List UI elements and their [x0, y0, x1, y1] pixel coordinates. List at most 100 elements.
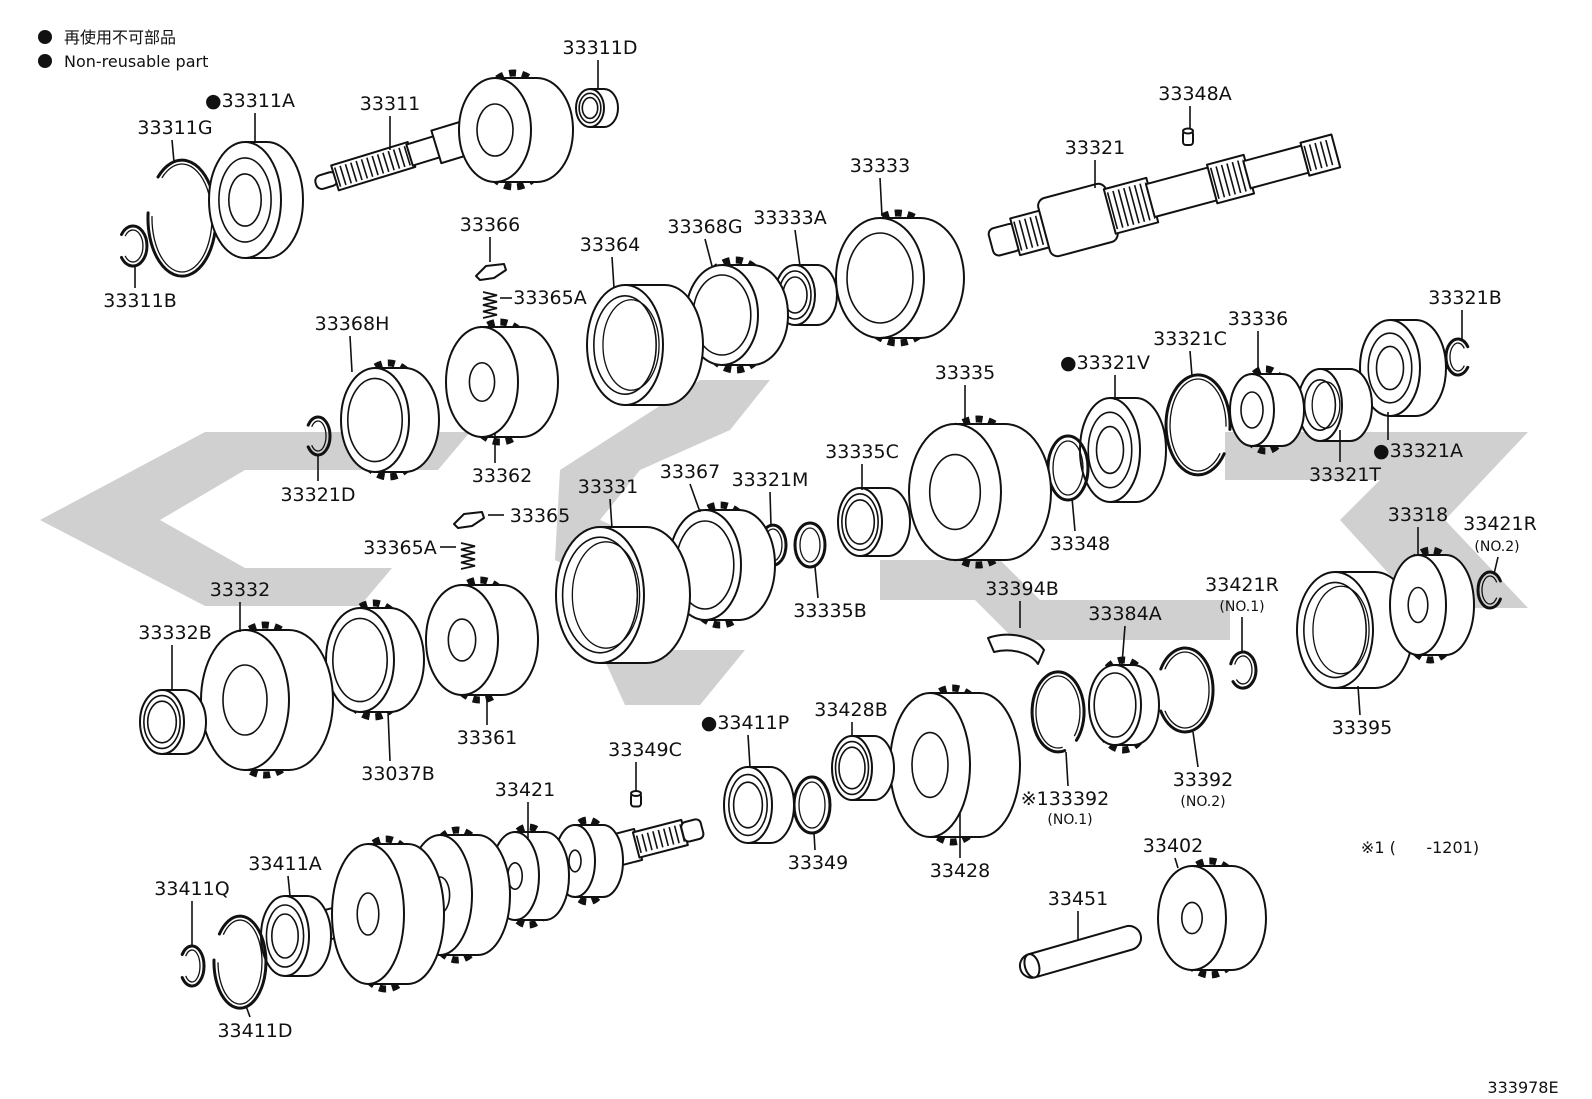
ring-inner-edge: [1481, 575, 1498, 605]
ring-inner-edge: [1449, 342, 1465, 372]
spline-teeth: [1106, 182, 1156, 230]
ring-inner-edge: [798, 781, 826, 829]
part-label-33321A: ●33321A: [1373, 440, 1463, 462]
part-label-33321V: ●33321V: [1060, 352, 1150, 374]
part-bore: [1303, 581, 1367, 679]
part-label-33362: 33362: [472, 465, 532, 487]
part-label-33421R-no1: 33421R: [1205, 574, 1279, 596]
shaft-section: [1144, 166, 1220, 219]
sync-ring-33368G: [685, 256, 789, 374]
shaft-body: [1018, 924, 1143, 979]
spacer-33321T: [1297, 368, 1373, 442]
bearing-33311A: [208, 141, 304, 259]
part-label-33368G: 33368G: [667, 216, 742, 238]
ring-inner-edge: [1052, 440, 1084, 496]
bearing-33332B: [139, 689, 207, 755]
leader-line: [1174, 857, 1179, 869]
part-label-33333: 33333: [850, 155, 910, 177]
spring-coils: [460, 542, 476, 570]
part-bore: [593, 294, 657, 395]
part-label-no2-qualifier: (NO.2): [1180, 794, 1225, 810]
shaft-33451: [1018, 924, 1143, 979]
half-ring-body: [987, 633, 1045, 665]
leader-line: [611, 256, 615, 289]
leader-line: [287, 875, 291, 897]
non-reusable-bullet-icon: [38, 54, 52, 68]
bearing-33311D: [575, 88, 619, 128]
part-label-33421: 33421: [495, 779, 555, 801]
key-body: [453, 511, 485, 529]
part-label-33311A: ●33311A: [205, 90, 295, 112]
part-bore: [1407, 586, 1429, 624]
ring-outline: [180, 944, 206, 988]
gear-33402: [1157, 857, 1267, 979]
part-label-33321C: 33321C: [1153, 328, 1227, 350]
spline-teeth: [1013, 214, 1048, 251]
key-body: [475, 263, 507, 281]
leader-line: [1071, 497, 1076, 532]
part-labels: 33311D ●33311A 33311 33311G 33311B 33348…: [103, 37, 1537, 1042]
snap-ring-33411D: [212, 914, 268, 1010]
part-label-33365A-upper: 33365A: [513, 287, 586, 309]
part-label-33331: 33331: [578, 476, 638, 498]
snap-ring-33311G: [146, 158, 218, 278]
ring-outline: [1159, 646, 1215, 734]
ring-inner-edge: [311, 420, 327, 452]
leader-line: [387, 711, 391, 762]
part-label-33366: 33366: [460, 214, 520, 236]
ring-outline: [1444, 337, 1470, 377]
bearing-33321A: [1359, 319, 1447, 417]
pin-top: [1182, 127, 1194, 135]
sleeve-inner-spline: [602, 299, 660, 391]
part-bore: [222, 664, 268, 736]
part-label-33392-no1: ※133392: [1021, 788, 1109, 810]
part-label-33037B: 33037B: [361, 763, 434, 785]
part-label-33335: 33335: [935, 362, 995, 384]
legend-text-english: Non-reusable part: [64, 52, 208, 71]
leader-line: [1065, 751, 1069, 787]
part-label-33311: 33311: [360, 93, 420, 115]
leader-line: [1192, 731, 1199, 768]
part-bore: [928, 453, 982, 531]
part-label-33335C: 33335C: [825, 441, 899, 463]
part-label-33311B: 33311B: [103, 290, 176, 312]
part-label-33349: 33349: [788, 852, 848, 874]
part-bore: [476, 103, 514, 157]
ring-inner-edge: [151, 163, 213, 273]
snap-ring-33421R-no1: [1229, 650, 1258, 690]
part-label-33395: 33395: [1332, 717, 1392, 739]
part-label-33332: 33332: [210, 579, 270, 601]
part-bore: [1303, 378, 1337, 431]
ring-outline: [1030, 670, 1086, 754]
gear-33335: [908, 415, 1052, 569]
ring-inner-edge: [1169, 378, 1227, 472]
spring-33365A-lower: [460, 542, 476, 570]
sleeve-33395: [1296, 571, 1414, 689]
part-bore: [1093, 672, 1137, 738]
leader-line: [704, 238, 713, 267]
part-label-33411A: 33411A: [248, 853, 321, 875]
part-bore: [228, 173, 263, 227]
bearing-33428B: [831, 735, 895, 801]
pin-33348A: [1182, 127, 1194, 146]
part-label-33428B: 33428B: [814, 699, 887, 721]
non-reusable-bullet-icon: [38, 30, 52, 44]
gear-33333: [835, 209, 965, 347]
part-bore: [732, 781, 764, 829]
snap-ring-33392-no1: [1030, 670, 1086, 754]
part-label-33361: 33361: [457, 727, 517, 749]
gear-33318: [1389, 546, 1475, 664]
ring-outline: [1229, 650, 1258, 690]
part-label-33451: 33451: [1048, 888, 1108, 910]
footnote: ※1 ( -1201): [1361, 838, 1479, 857]
part-label-33411D: 33411D: [217, 1020, 292, 1042]
leader-line: [813, 832, 816, 851]
part-label-33367: 33367: [660, 461, 720, 483]
hub-33362: [445, 318, 559, 446]
shaft-spline-section: [330, 141, 417, 192]
diagram-id: 333978E: [1487, 1078, 1558, 1097]
leader-line: [879, 177, 883, 217]
sleeve-inner-spline: [1312, 585, 1370, 675]
ring-33349: [792, 775, 832, 835]
